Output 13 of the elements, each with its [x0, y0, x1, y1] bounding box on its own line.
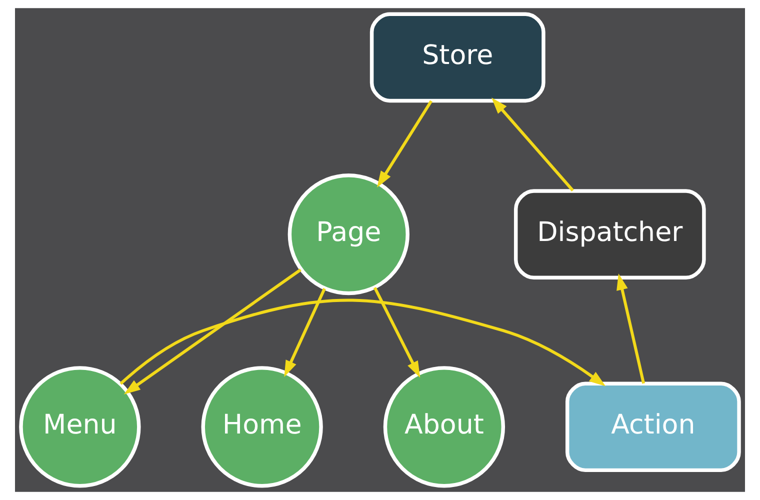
arrow [492, 98, 574, 192]
node-circle: Home [201, 366, 323, 488]
arrow [616, 274, 646, 384]
node-box: Dispatcher [514, 189, 706, 280]
arrow [373, 286, 420, 378]
arrow [284, 288, 326, 377]
node-box: Store [370, 12, 546, 103]
arrow [124, 268, 302, 394]
node-box: Action [565, 382, 741, 472]
node-circle: Page [288, 174, 410, 296]
arrow [120, 298, 606, 386]
arrow [377, 100, 433, 188]
node-circle: About [383, 366, 506, 488]
